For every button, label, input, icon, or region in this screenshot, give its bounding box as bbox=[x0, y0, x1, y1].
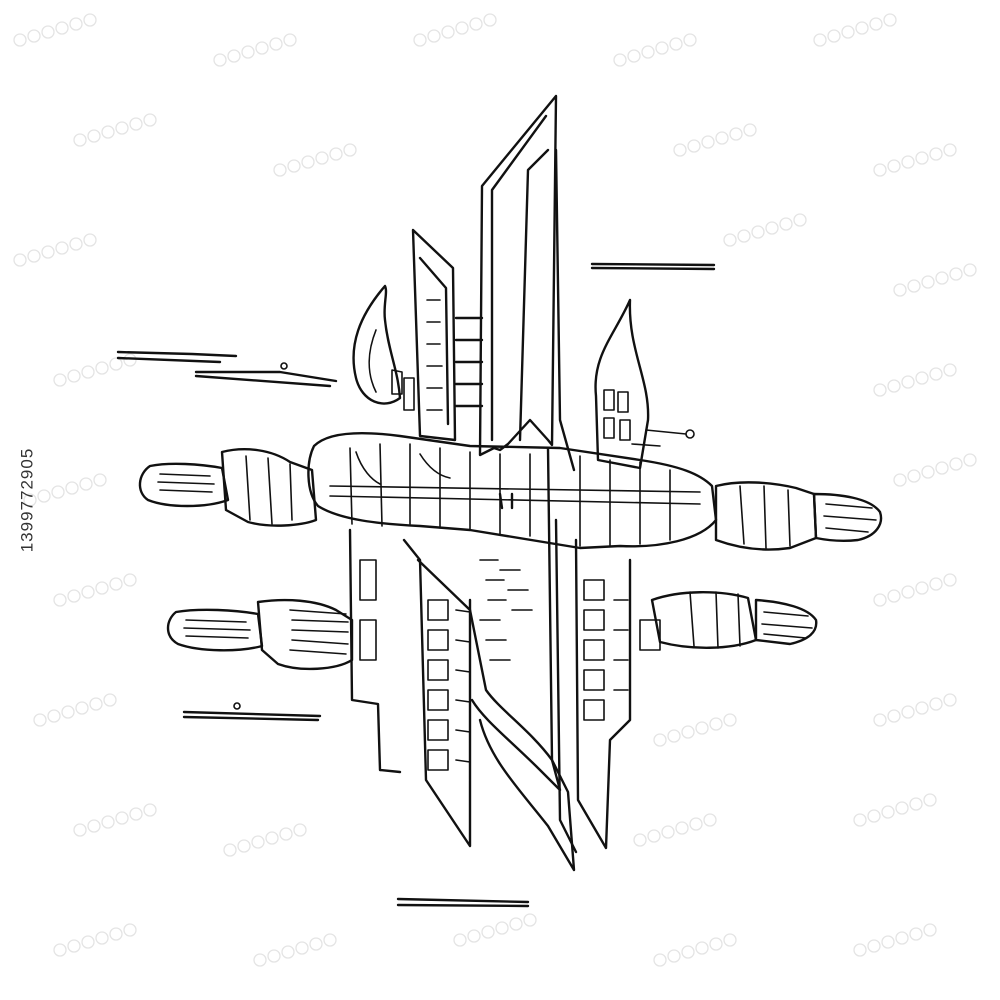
watermark-pattern bbox=[13, 13, 977, 967]
left-engine-lower bbox=[166, 598, 354, 671]
right-flame-spire bbox=[594, 298, 695, 470]
lower-central-blade bbox=[478, 446, 578, 872]
left-engine-upper bbox=[138, 448, 318, 527]
right-engine-upper bbox=[714, 481, 883, 551]
stock-id-text: 1399772905 bbox=[17, 447, 37, 553]
lower-left-pylon bbox=[348, 528, 562, 848]
central-spire bbox=[411, 94, 576, 472]
speed-lines bbox=[116, 262, 716, 908]
right-engine-lower bbox=[650, 591, 818, 649]
lower-right-pylon bbox=[574, 538, 661, 850]
main-hull bbox=[307, 431, 718, 550]
left-flame-spire bbox=[352, 284, 415, 411]
stock-id-watermark: 1399772905 bbox=[4, 0, 50, 1000]
